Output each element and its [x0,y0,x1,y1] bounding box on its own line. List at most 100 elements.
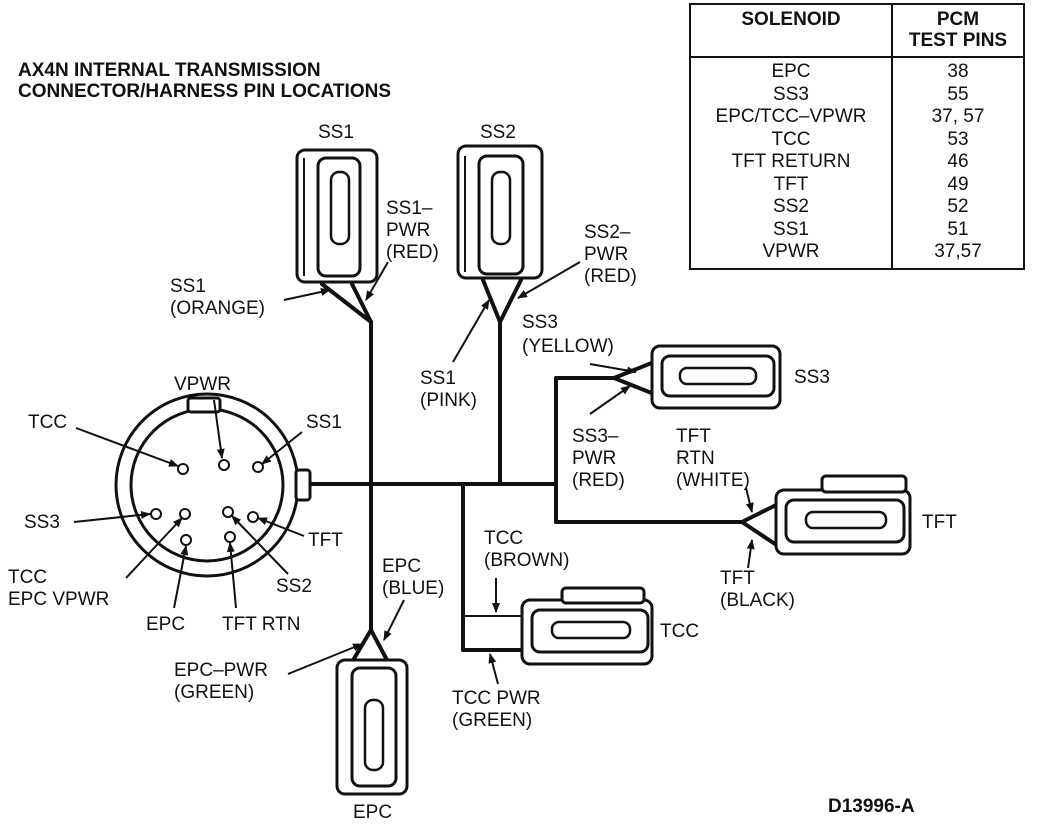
epc-right-wire [369,628,390,664]
tcc-connector-label: TCC [660,621,699,642]
row-solenoid: SS3 [690,83,893,106]
ss2-pwr-label-3: (RED) [584,266,637,287]
row-pins: 37, 57 [931,106,985,127]
tcc-pwr-label-2: (GREEN) [452,710,532,731]
pin-ss2 [222,506,234,518]
row-solenoid: SS1 [690,218,893,241]
row-solenoid: EPC/TCC–VPWR [690,106,893,129]
tft-black-label-1: TFT [720,568,755,589]
ss1-pink-label-2: (PINK) [420,390,477,411]
epc-connector-label: EPC [353,802,392,823]
diagram-title-line1: AX4N INTERNAL TRANSMISSION [18,60,321,81]
pin-ss1-label: SS1 [306,412,342,433]
header-solenoid: SOLENOID [690,4,893,58]
table-row: SS3 55 [690,83,1024,106]
table-header-row: SOLENOID PCM TEST PINS [690,4,1024,58]
ss1-connector [295,148,379,284]
epc-pwr-label-1: EPC–PWR [174,660,268,681]
main-circular-connector [114,392,312,578]
ss1-connector-label: SS1 [318,122,354,143]
ss3-pwr-label-3: (RED) [572,470,625,491]
harness-wires [294,278,780,664]
row-solenoid: EPC [690,57,893,84]
pin-ss3-label: SS3 [24,512,60,533]
pin-tft-rtn-label: TFT RTN [222,614,300,635]
epc-connector [335,658,409,796]
ss3-pwr-label-1: SS3– [572,426,619,447]
ss2-left-wire [481,278,502,324]
header-pins-line1: PCM [936,9,980,30]
row-pins: 52 [947,196,969,217]
ss3-pwr-label-2: PWR [572,448,616,469]
pin-tcc [177,463,189,475]
ss1-pwr-label-1: SS1– [386,198,433,219]
pin-ss3 [150,508,162,520]
epc-blue-label-1: EPC [382,556,421,577]
pin-ss1 [252,461,264,473]
table-row: EPC/TCC–VPWR 37, 57 [690,106,1024,129]
row-solenoid: TCC [690,128,893,151]
row-solenoid: SS2 [690,196,893,219]
pin-tcc-epc-vpwr-label-2: EPC VPWR [8,589,109,610]
ss3-connector [650,344,782,410]
table-row: SS1 51 [690,218,1024,241]
ss2-connector [456,144,544,280]
pin-tft-label: TFT [308,530,343,551]
leader-lines [73,261,755,685]
ss2-pwr-label-1: SS2– [584,222,631,243]
header-pins-line2: TEST PINS [908,30,1008,51]
pin-tft-rtn [224,531,236,543]
ss1-pwr-label-3: (RED) [386,242,439,263]
tcc-connector [520,586,654,666]
row-pins: 55 [947,83,969,105]
tft-connector [774,474,912,556]
ss3-fork-lower-wire [612,376,656,396]
ss1-pink-label-1: SS1 [420,368,456,389]
row-pins: 51 [947,218,969,240]
pin-ss2-label: SS2 [276,576,312,597]
pin-epc [180,534,192,546]
tcc-branch-wire [461,482,527,652]
figure-code: D13996-A [828,796,915,817]
tft-rtn-label-2: RTN [676,448,715,469]
ss3-yellow-label-1: SS3 [522,312,558,333]
tft-connector-label: TFT [922,512,957,533]
row-pins: 53 [947,128,969,150]
row-solenoid: TFT [690,173,893,196]
pin-tft [247,511,259,523]
pin-tcc-label: TCC [28,412,67,433]
ss2-pwr-label-2: PWR [584,244,628,265]
epc-pwr-label-2: (GREEN) [174,682,254,703]
ss1-right-wire [350,282,373,324]
ss3-loop-wire [554,376,616,524]
table-row: SS2 52 [690,196,1024,219]
epc-blue-label-2: (BLUE) [382,578,444,599]
tcc-brown-label-1: TCC [484,528,523,549]
pin-vpwr [218,459,230,471]
ss3-connector-label: SS3 [794,367,830,388]
ss3-yellow-label-2: (YELLOW) [522,336,614,357]
row-pins: 37,57 [934,241,982,262]
table-row: TCC 53 [690,128,1024,151]
row-solenoid: TFT RETURN [690,151,893,174]
diagram-title-line2: CONNECTOR/HARNESS PIN LOCATIONS [18,81,391,102]
header-pcm-test-pins: PCM TEST PINS [892,4,1024,58]
ss2-right-wire [498,278,523,324]
row-pins: 46 [947,151,969,172]
table-row: TFT RETURN 46 [690,151,1024,174]
tft-black-label-2: (BLACK) [720,590,795,611]
pin-tcc-epc-vpwr-label-1: TCC [8,567,47,588]
table-row: VPWR 37,57 [690,241,1024,269]
pin-tcc-epc-vpwr [179,508,191,520]
tft-fork-upper-wire [740,502,780,524]
row-solenoid: VPWR [690,241,893,269]
ss2-connector-label: SS2 [480,122,516,143]
ss1-pwr-label-2: PWR [386,220,430,241]
tcc-pwr-label-1: TCC PWR [452,688,541,709]
pin-epc-label: EPC [146,614,185,635]
tft-rtn-label-3: (WHITE) [676,470,750,491]
